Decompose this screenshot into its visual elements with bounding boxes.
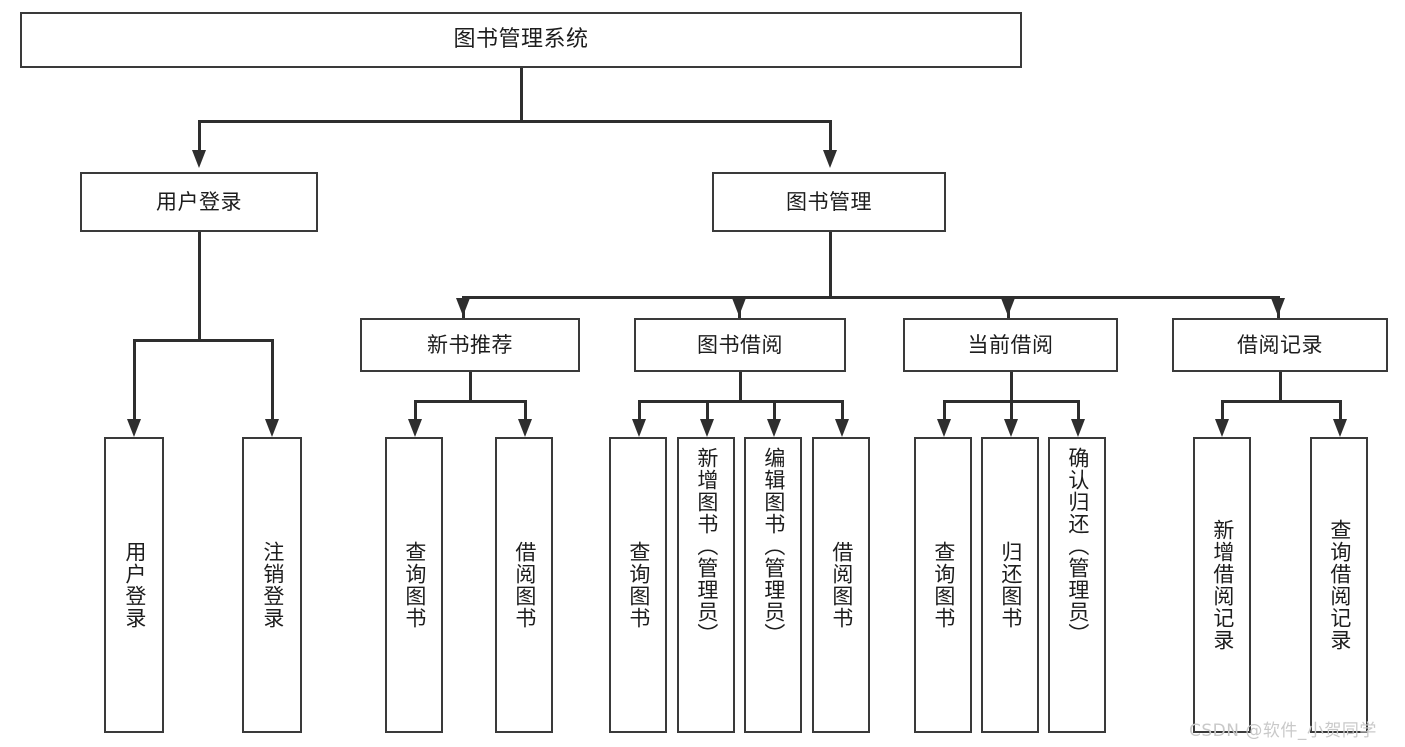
connector-borrow-record-bar <box>1221 400 1339 403</box>
connector-borrow-record-stem <box>1279 372 1282 400</box>
arrowhead-leaf-query-book-1 <box>408 419 422 437</box>
node-current-borrow[interactable]: 当前借阅 <box>903 318 1118 372</box>
leaf-borrow-book[interactable]: 借阅图书 <box>812 437 870 733</box>
node-book-management-system[interactable]: 图书管理系统 <box>20 12 1022 68</box>
arrowhead-leaf-query-book-2 <box>632 419 646 437</box>
leaf-label: 归还图书 <box>998 541 1023 629</box>
connector-root-to-user-login <box>198 120 201 150</box>
connector-to-leaf-query-book-1 <box>414 400 417 420</box>
arrowhead-new-book <box>456 298 470 316</box>
leaf-label: 注销登录 <box>260 541 285 629</box>
leaf-label: 查询图书 <box>402 541 427 629</box>
node-label: 图书管理系统 <box>453 27 589 53</box>
connector-to-leaf-query-book-3 <box>943 400 946 420</box>
node-book-management[interactable]: 图书管理 <box>712 172 946 232</box>
connector-user-login-bar <box>133 339 271 342</box>
connector-to-leaf-edit-book <box>773 400 776 420</box>
node-new-book-recommendation[interactable]: 新书推荐 <box>360 318 580 372</box>
connector-to-leaf-logout <box>271 339 274 419</box>
leaf-label: 新增借阅记录 <box>1210 519 1235 651</box>
connector-to-leaf-borrow-book-2 <box>841 400 844 420</box>
connector-user-login-stem <box>198 232 201 339</box>
connector-book-borrow-bar <box>638 400 842 403</box>
connector-root-bar <box>198 120 832 123</box>
leaf-return-book[interactable]: 归还图书 <box>981 437 1039 733</box>
connector-book-borrow-stem <box>739 372 742 400</box>
leaf-query-book-current[interactable]: 查询图书 <box>914 437 972 733</box>
connector-to-leaf-confirm-return <box>1077 400 1080 420</box>
leaf-user-login[interactable]: 用户登录 <box>104 437 164 733</box>
arrowhead-leaf-add-record <box>1215 419 1229 437</box>
arrowhead-current-borrow <box>1001 298 1015 316</box>
connector-root-to-book-management <box>829 120 832 150</box>
leaf-confirm-return[interactable]: 确认归还（管理员） <box>1048 437 1106 733</box>
leaf-add-book[interactable]: 新增图书（管理员） <box>677 437 735 733</box>
leaf-query-borrow-record[interactable]: 查询借阅记录 <box>1310 437 1368 733</box>
leaf-label: 编辑图书（管理员） <box>761 447 786 645</box>
arrowhead-leaf-user-login <box>127 419 141 437</box>
connector-to-leaf-borrow-book-1 <box>524 400 527 420</box>
connector-to-leaf-user-login <box>133 339 136 419</box>
connector-to-leaf-add-record <box>1221 400 1224 420</box>
connector-to-leaf-return-book <box>1010 400 1013 420</box>
connector-new-book-bar <box>414 400 524 403</box>
arrowhead-leaf-borrow-book-2 <box>835 419 849 437</box>
connector-book-management-stem <box>829 232 832 296</box>
connector-to-leaf-add-book <box>706 400 709 420</box>
node-label: 用户登录 <box>156 189 242 214</box>
leaf-label: 查询图书 <box>931 541 956 629</box>
leaf-edit-book[interactable]: 编辑图书（管理员） <box>744 437 802 733</box>
leaf-query-book-new[interactable]: 查询图书 <box>385 437 443 733</box>
connector-level3-bar <box>462 296 1280 299</box>
connector-new-book-stem <box>469 372 472 400</box>
arrowhead-leaf-edit-book <box>767 419 781 437</box>
leaf-logout[interactable]: 注销登录 <box>242 437 302 733</box>
node-label: 新书推荐 <box>427 332 513 357</box>
connector-to-leaf-query-book-2 <box>638 400 641 420</box>
arrowhead-leaf-query-record <box>1333 419 1347 437</box>
node-label: 图书管理 <box>786 189 872 214</box>
arrowhead-user-login <box>192 150 206 168</box>
arrowhead-book-management <box>823 150 837 168</box>
leaf-borrow-book-new[interactable]: 借阅图书 <box>495 437 553 733</box>
node-borrow-record[interactable]: 借阅记录 <box>1172 318 1388 372</box>
arrowhead-leaf-query-book-3 <box>937 419 951 437</box>
arrowhead-leaf-borrow-book-1 <box>518 419 532 437</box>
leaf-label: 用户登录 <box>122 541 147 629</box>
leaf-label: 借阅图书 <box>829 541 854 629</box>
arrowhead-leaf-return-book <box>1004 419 1018 437</box>
node-book-borrow[interactable]: 图书借阅 <box>634 318 846 372</box>
arrowhead-leaf-add-book <box>700 419 714 437</box>
arrowhead-leaf-logout <box>265 419 279 437</box>
leaf-query-book-borrow[interactable]: 查询图书 <box>609 437 667 733</box>
leaf-add-borrow-record[interactable]: 新增借阅记录 <box>1193 437 1251 733</box>
arrowhead-leaf-confirm-return <box>1071 419 1085 437</box>
arrowhead-book-borrow <box>732 298 746 316</box>
node-label: 图书借阅 <box>697 332 783 357</box>
leaf-label: 查询图书 <box>626 541 651 629</box>
node-user-login[interactable]: 用户登录 <box>80 172 318 232</box>
connector-current-borrow-stem <box>1010 372 1013 400</box>
node-label: 借阅记录 <box>1237 332 1323 357</box>
node-label: 当前借阅 <box>967 332 1054 357</box>
arrowhead-borrow-record <box>1271 298 1285 316</box>
leaf-label: 新增图书（管理员） <box>694 447 719 645</box>
connector-to-leaf-query-record <box>1339 400 1342 420</box>
leaf-label: 查询借阅记录 <box>1327 519 1352 651</box>
leaf-label: 借阅图书 <box>512 541 537 629</box>
connector-root-stem <box>520 68 523 120</box>
leaf-label: 确认归还（管理员） <box>1065 447 1090 645</box>
